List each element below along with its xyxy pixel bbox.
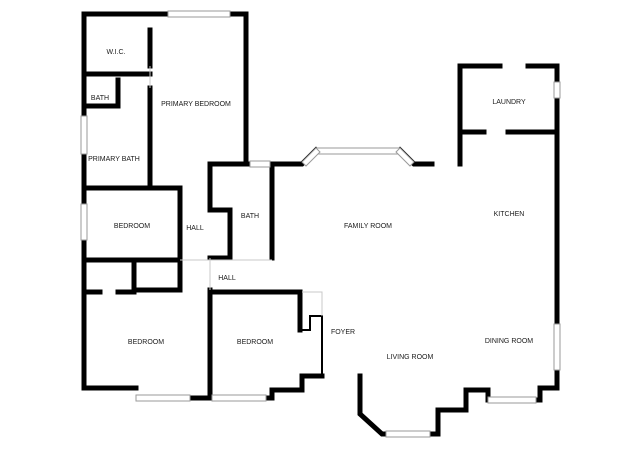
- label-primary-bath: PRIMARY BATH: [88, 156, 140, 163]
- label-laundry: LAUNDRY: [492, 99, 526, 106]
- label-family-room: FAMILY ROOM: [344, 223, 392, 230]
- window-bedroom-lower: [135, 394, 191, 402]
- windows: [80, 10, 561, 438]
- window-dining-bottom: [487, 396, 537, 404]
- label-bedroom-center: BEDROOM: [237, 339, 273, 346]
- window-dining-side: [553, 323, 561, 371]
- window-living-bay: [385, 430, 431, 438]
- window-bedroom-center: [211, 394, 267, 402]
- window-bedroom-upper: [80, 203, 88, 241]
- label-dining-room: DINING ROOM: [485, 338, 533, 345]
- room-labels: W.I.C. BATH PRIMARY BEDROOM PRIMARY BATH…: [88, 49, 533, 361]
- window-bay-family: [315, 147, 401, 155]
- label-kitchen: KITCHEN: [494, 211, 525, 218]
- label-bedroom-upper: BEDROOM: [114, 223, 150, 230]
- window-laundry: [553, 81, 561, 99]
- label-wic: W.I.C.: [106, 49, 125, 56]
- label-bath-center: BATH: [241, 213, 259, 220]
- trim-lines: [149, 66, 323, 376]
- exterior-walls: [81, 11, 560, 437]
- label-hall-upper: HALL: [186, 225, 204, 232]
- label-bath-small: BATH: [91, 95, 109, 102]
- label-living-room: LIVING ROOM: [387, 354, 434, 361]
- label-foyer: FOYER: [331, 329, 355, 336]
- window-primary-bath: [80, 115, 88, 155]
- window-primary-top: [167, 10, 231, 18]
- label-hall-lower: HALL: [218, 275, 236, 282]
- window-bath-center: [249, 160, 271, 168]
- label-primary-bedroom: PRIMARY BEDROOM: [161, 101, 231, 108]
- label-bedroom-lower: BEDROOM: [128, 339, 164, 346]
- interior-walls: [81, 27, 560, 401]
